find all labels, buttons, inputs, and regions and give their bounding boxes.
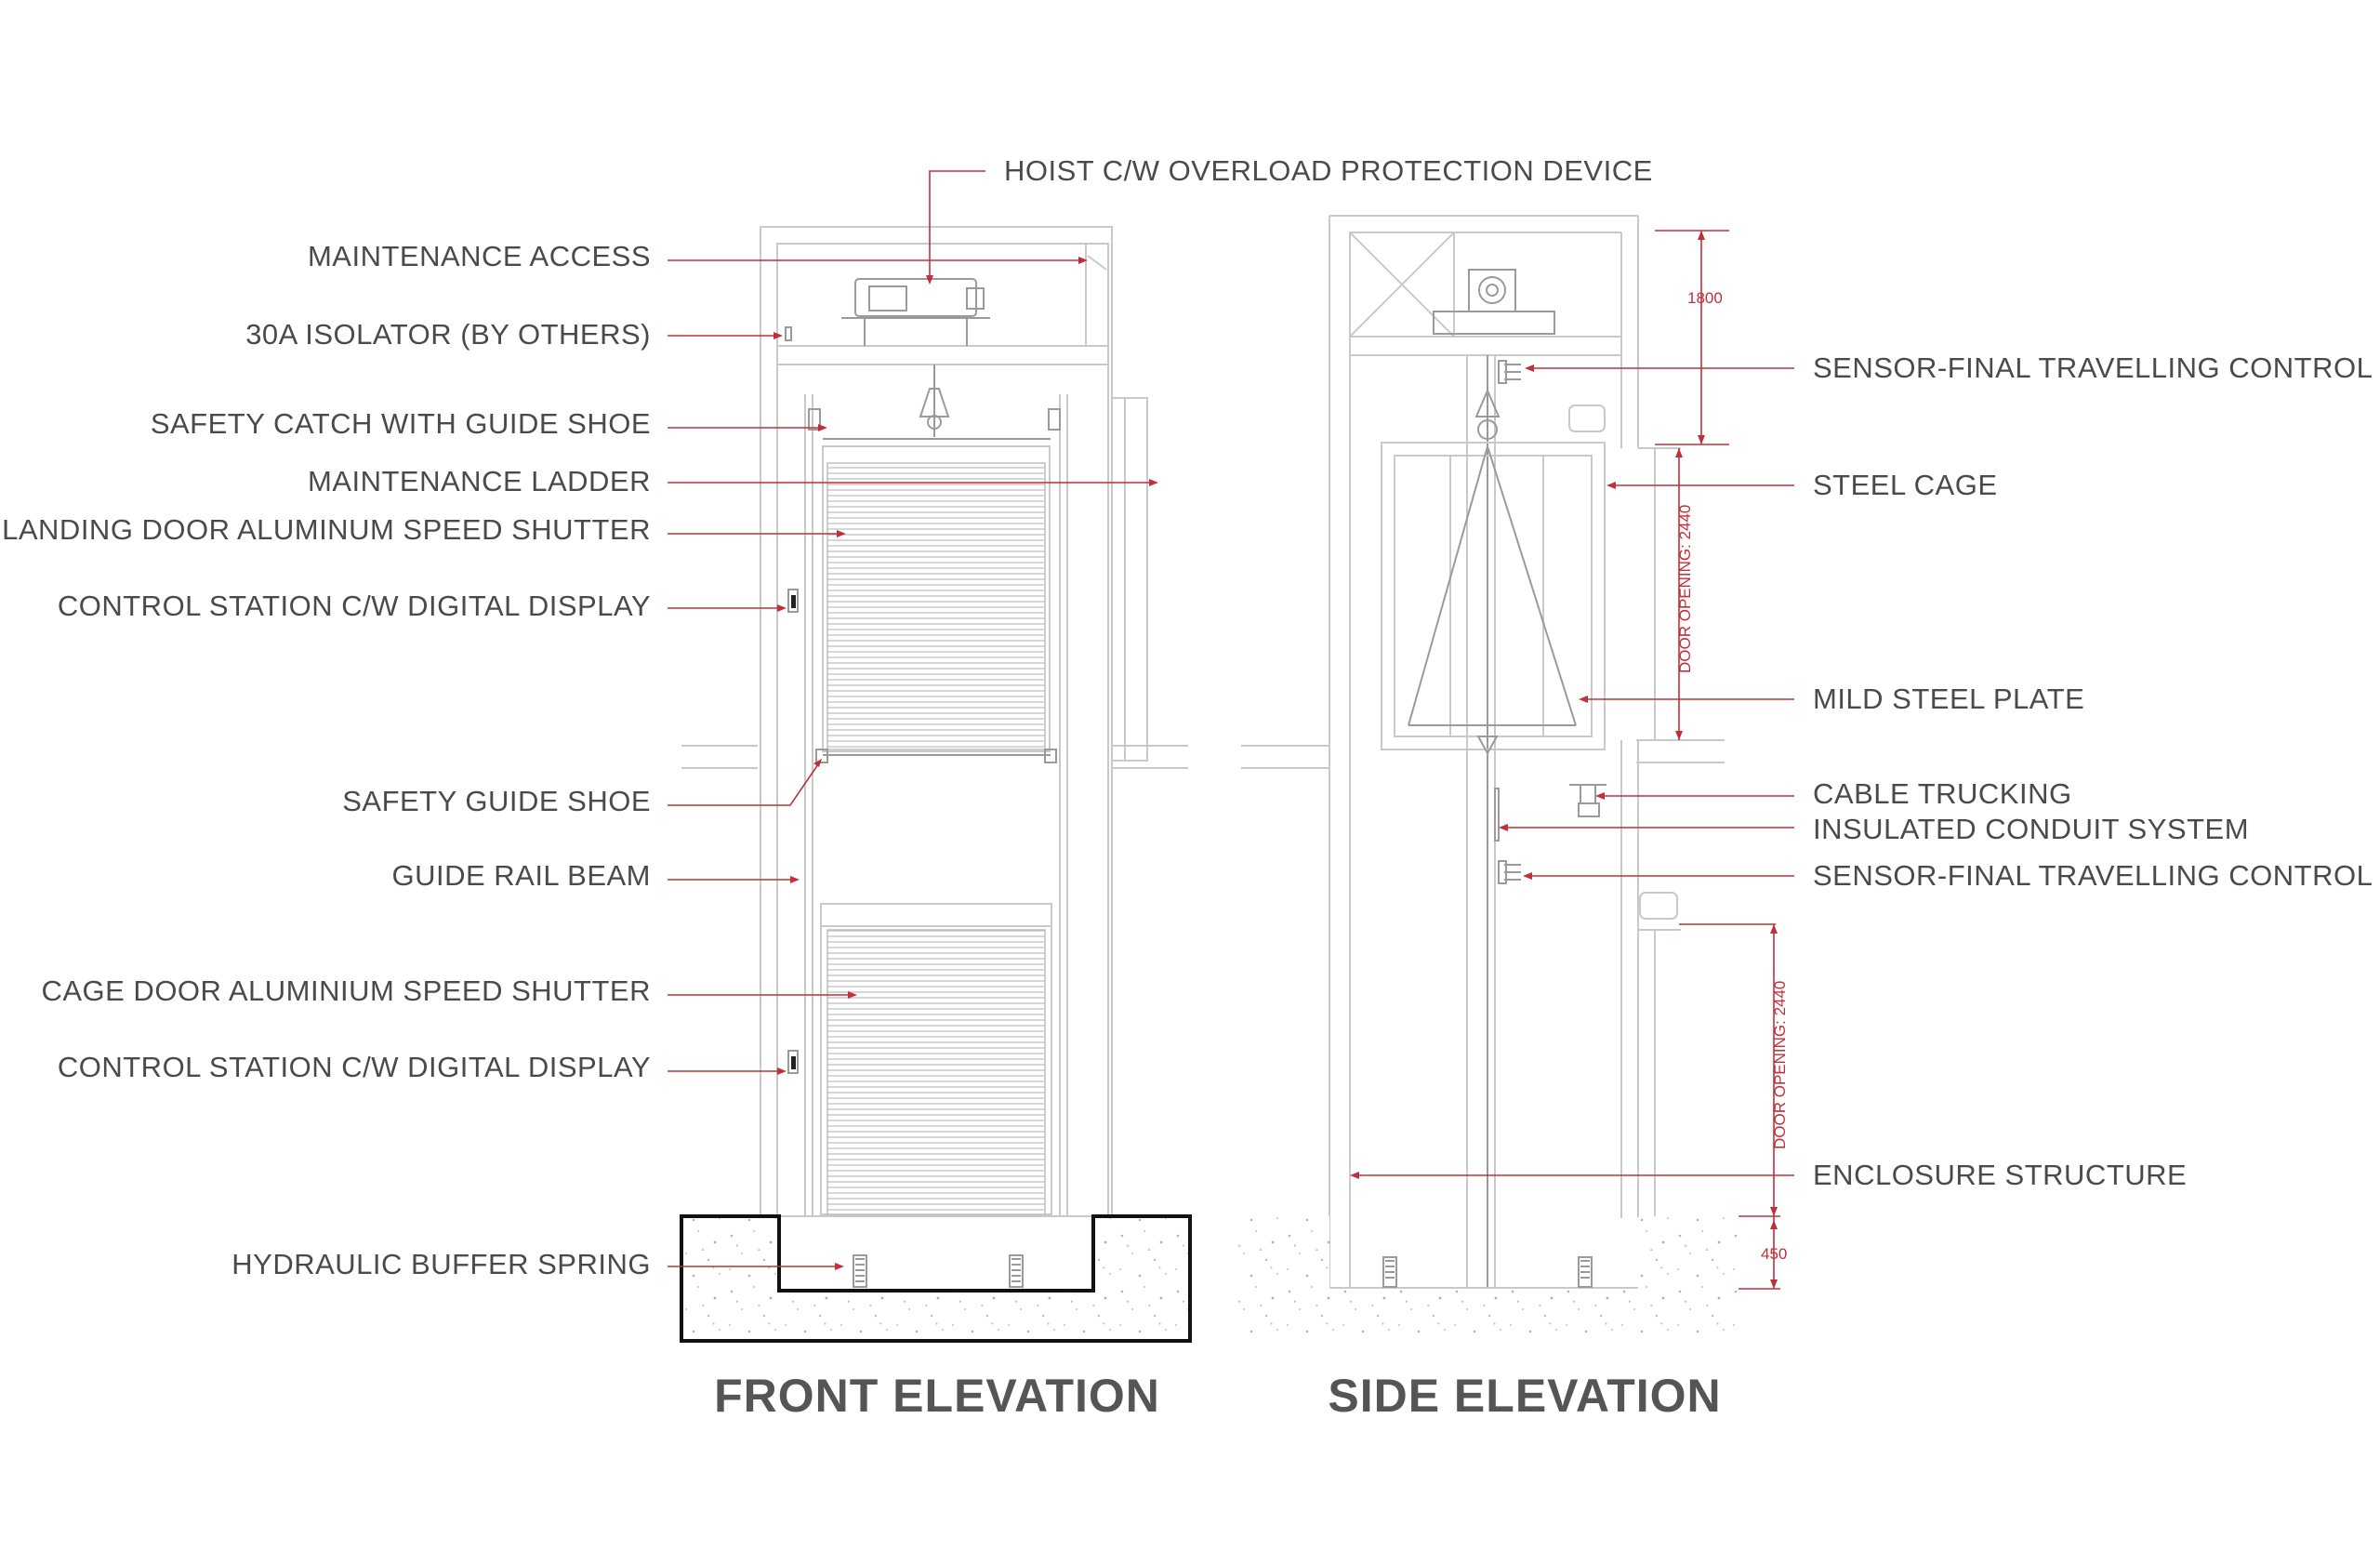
label-control-station-1: CONTROL STATION C/W DIGITAL DISPLAY bbox=[58, 590, 651, 622]
dim-top-clearance: 1800 bbox=[1687, 289, 1723, 307]
label-safety-guide-shoe: SAFETY GUIDE SHOE bbox=[342, 785, 651, 817]
label-safety-catch: SAFETY CATCH WITH GUIDE SHOE bbox=[151, 407, 651, 440]
label-maintenance-access: MAINTENANCE ACCESS bbox=[308, 240, 651, 272]
label-guide-rail-beam: GUIDE RAIL BEAM bbox=[391, 859, 651, 892]
title-front-elevation: FRONT ELEVATION bbox=[714, 1370, 1160, 1422]
label-landing-door: LANDING DOOR ALUMINUM SPEED SHUTTER bbox=[2, 513, 651, 546]
dimension-lines bbox=[1655, 230, 1780, 1290]
label-hoist: HOIST C/W OVERLOAD PROTECTION DEVICE bbox=[1004, 154, 1653, 187]
label-sensor-bottom: SENSOR-FINAL TRAVELLING CONTROL bbox=[1813, 859, 2373, 892]
label-steel-cage: STEEL CAGE bbox=[1813, 469, 1998, 501]
label-enclosure: ENCLOSURE STRUCTURE bbox=[1813, 1159, 2187, 1191]
landing-door bbox=[808, 365, 1061, 763]
label-maintenance-ladder: MAINTENANCE LADDER bbox=[308, 465, 651, 497]
cable-trucking bbox=[1569, 784, 1606, 817]
dim-pit-depth: 450 bbox=[1761, 1245, 1787, 1263]
label-sensor-top: SENSOR-FINAL TRAVELLING CONTROL bbox=[1813, 351, 2373, 384]
leaders-right bbox=[1350, 365, 1794, 1179]
label-control-station-2: CONTROL STATION C/W DIGITAL DISPLAY bbox=[58, 1051, 651, 1083]
sensor-bottom bbox=[1498, 860, 1521, 884]
isolator-box bbox=[785, 326, 792, 341]
label-cage-door: CAGE DOOR ALUMINIUM SPEED SHUTTER bbox=[41, 974, 651, 1007]
label-isolator: 30A ISOLATOR (BY OTHERS) bbox=[245, 318, 651, 351]
side-elevation: 1800 DOOR OPENING: 2440 DOOR OPENING: 24… bbox=[1236, 215, 1789, 1341]
front-pit bbox=[680, 1214, 1192, 1343]
label-cable-trucking: CABLE TRUCKING bbox=[1813, 777, 2072, 810]
cage-door bbox=[820, 903, 1052, 1215]
title-side-elevation: SIDE ELEVATION bbox=[1328, 1370, 1721, 1422]
steel-cage bbox=[1381, 404, 1678, 920]
sensor-top bbox=[1498, 360, 1521, 384]
leaders-left bbox=[668, 170, 1158, 1270]
hoist-motor-side bbox=[1433, 269, 1555, 335]
hoist-motor bbox=[841, 278, 990, 346]
control-station-1 bbox=[787, 589, 799, 613]
label-mild-steel-plate: MILD STEEL PLATE bbox=[1813, 683, 2084, 715]
dim-door-opening-lower: DOOR OPENING: 2440 bbox=[1771, 981, 1789, 1149]
label-buffer-spring: HYDRAULIC BUFFER SPRING bbox=[231, 1248, 651, 1280]
label-conduit: INSULATED CONDUIT SYSTEM bbox=[1813, 813, 2249, 845]
control-station-2 bbox=[787, 1050, 799, 1074]
dim-door-opening-upper: DOOR OPENING: 2440 bbox=[1676, 505, 1694, 673]
side-pit bbox=[1236, 1216, 1740, 1341]
front-elevation bbox=[680, 226, 1192, 1343]
